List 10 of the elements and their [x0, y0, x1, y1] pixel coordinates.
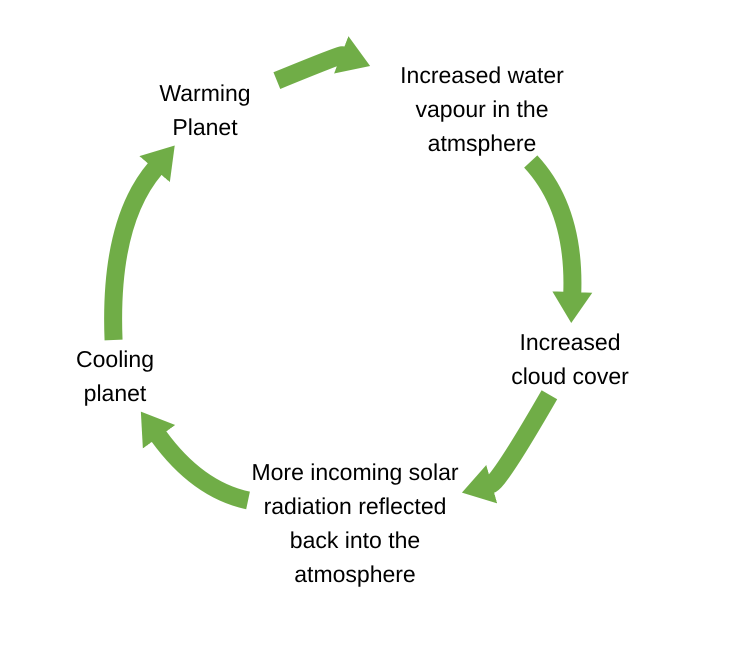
cycle-step-text: Warming Planet — [135, 76, 275, 144]
curved-arrow — [140, 412, 250, 510]
cycle-step-text: Increased cloud cover — [505, 325, 635, 393]
curved-arrow — [524, 156, 592, 324]
cycle-step-text: Cooling planet — [50, 342, 180, 410]
cycle-step-text: Increased water vapour in the atmsphere — [372, 58, 592, 160]
curved-arrow — [464, 390, 558, 502]
curved-arrow — [273, 35, 372, 89]
curved-arrow — [104, 144, 174, 340]
cycle-step-text: More incoming solar radiation reflected back into the atmosphere — [250, 455, 460, 591]
